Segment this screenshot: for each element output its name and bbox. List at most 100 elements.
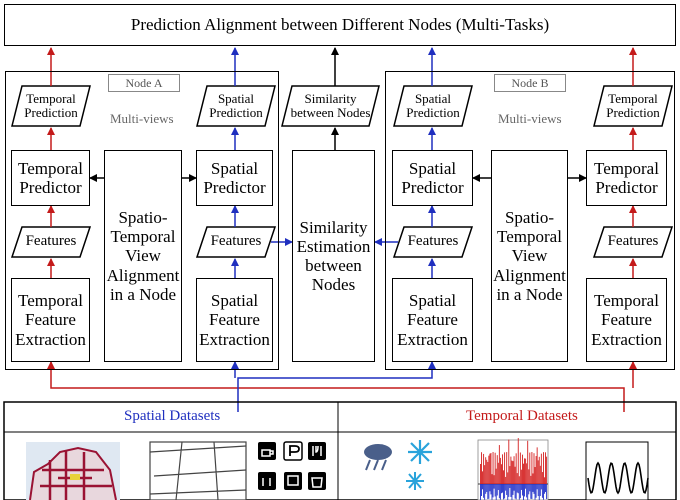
bar-series-bar (540, 484, 542, 490)
node-a-temporal-extraction: Temporal Feature Extraction (11, 278, 90, 362)
bar-series-bar (518, 484, 520, 500)
bar-series-bar (519, 484, 521, 499)
spatial-dataset-feed-line (237, 361, 436, 412)
bar-series-bar (539, 484, 541, 496)
node-b-temporal-predictor: Temporal Predictor (586, 150, 667, 206)
poi-icons-thumbnail (258, 441, 326, 490)
node-a-temporal-features: Features (25, 233, 77, 250)
bar-series-bar (486, 484, 488, 492)
bar-series-bar (519, 452, 521, 484)
bar-series-bar (498, 484, 500, 499)
bar-series-bar (525, 484, 527, 489)
bar-series-bar (513, 484, 515, 491)
bar-series-bar (534, 484, 536, 500)
bar-series-bar (537, 484, 539, 497)
bar-series-bar (501, 464, 502, 484)
bar-series-bar (526, 484, 528, 498)
node-a-alignment: Spatio- Temporal View Alignment in a Nod… (104, 150, 182, 362)
bar-series-bar (514, 466, 516, 484)
bar-series-bar (537, 460, 539, 484)
bar-series-bar (480, 464, 481, 484)
bar-series-bar (507, 472, 509, 484)
bar-series-bar (483, 453, 485, 484)
node-a-note: Multi-views (110, 111, 174, 126)
bar-series-bar (523, 484, 524, 500)
bar-series-bar (522, 454, 523, 484)
bar-series-bar (503, 470, 504, 484)
bar-series-bar (495, 468, 497, 484)
node-b-frame (385, 71, 675, 370)
bar-series-bar (528, 484, 530, 495)
similarity-estimation: Similarity Estimation between Nodes (292, 150, 375, 362)
bar-series-bar (510, 456, 512, 484)
bar-series-bar (481, 452, 482, 484)
bar-series-bar (513, 456, 515, 484)
node-b-alignment: Spatio- Temporal View Alignment in a Nod… (491, 150, 568, 362)
node-b-spatial-extraction: Spatial Feature Extraction (392, 278, 473, 362)
bar-series-thumbnail (477, 438, 549, 500)
bar-series-bar (514, 484, 516, 499)
node-a-temporal-prediction-shape (11, 85, 91, 127)
bar-series-bar (502, 454, 503, 484)
bar-series-bar (515, 484, 517, 500)
bar-series-bar (544, 484, 545, 494)
bar-series-bar (486, 459, 488, 484)
bar-series-bar (525, 458, 527, 484)
node-a-spatial-features-shape (195, 226, 277, 258)
weather-icons-thumbnail (364, 440, 432, 490)
bar-series-bar (516, 473, 518, 484)
bar-series-bar (533, 484, 535, 494)
node-b-spatial-features-shape (392, 226, 474, 258)
similarity-output-shape (281, 85, 380, 127)
bar-series-bar (512, 461, 514, 484)
bar-series-bar (490, 453, 492, 484)
node-b-temporal-extraction: Temporal Feature Extraction (586, 278, 667, 362)
bar-series-bar (491, 484, 493, 500)
bar-series-bar (508, 439, 510, 484)
bar-series-bar (516, 484, 518, 493)
bar-series-bar (489, 453, 491, 484)
bar-series-bar (527, 484, 529, 500)
bar-series-bar (539, 465, 541, 484)
bar-series-bar (482, 484, 483, 490)
bar-series-bar (534, 467, 536, 484)
bar-series-bar (535, 456, 537, 484)
bar-series-bar (493, 475, 495, 484)
bar-series-bar (524, 458, 525, 484)
bar-series-bar (496, 455, 498, 484)
bar-series-bar (545, 452, 546, 484)
bar-series-bar (532, 484, 534, 492)
bar-series-bar (494, 452, 496, 484)
bar-series-bar (496, 484, 498, 496)
bar-series-bar (488, 484, 490, 499)
node-a-temporal-features-shape (10, 226, 92, 258)
bar-series-bar (546, 484, 548, 500)
bar-series-bar (530, 484, 532, 499)
bar-series-bar (497, 484, 499, 491)
bar-series-bar (502, 484, 503, 493)
bar-series-bar (535, 484, 537, 498)
bar-series-bar (543, 452, 544, 484)
bar-series-bar (508, 484, 510, 497)
bar-series-bar (482, 471, 483, 484)
node-b-spatial-prediction-shape (393, 85, 473, 127)
road-network-thumbnail (149, 441, 247, 500)
bar-series-bar (531, 484, 533, 500)
bar-series-bar (498, 445, 500, 484)
bar-series-bar (493, 484, 495, 489)
bar-series-bar (481, 484, 482, 496)
bar-series-bar (517, 438, 519, 484)
bar-series-bar (520, 469, 522, 484)
bar-series-bar (529, 452, 531, 484)
bar-series-bar (487, 484, 489, 500)
datasets-panel (3, 401, 677, 500)
temporal-dataset-feed-line (47, 361, 625, 412)
bar-series-bar (509, 466, 511, 484)
bar-series-bar (499, 457, 501, 484)
bar-series-bar (536, 484, 538, 490)
bar-series-bar (532, 473, 534, 484)
bar-series-bar (538, 456, 540, 484)
bar-series-bar (517, 484, 519, 494)
bar-series-bar (520, 484, 522, 490)
